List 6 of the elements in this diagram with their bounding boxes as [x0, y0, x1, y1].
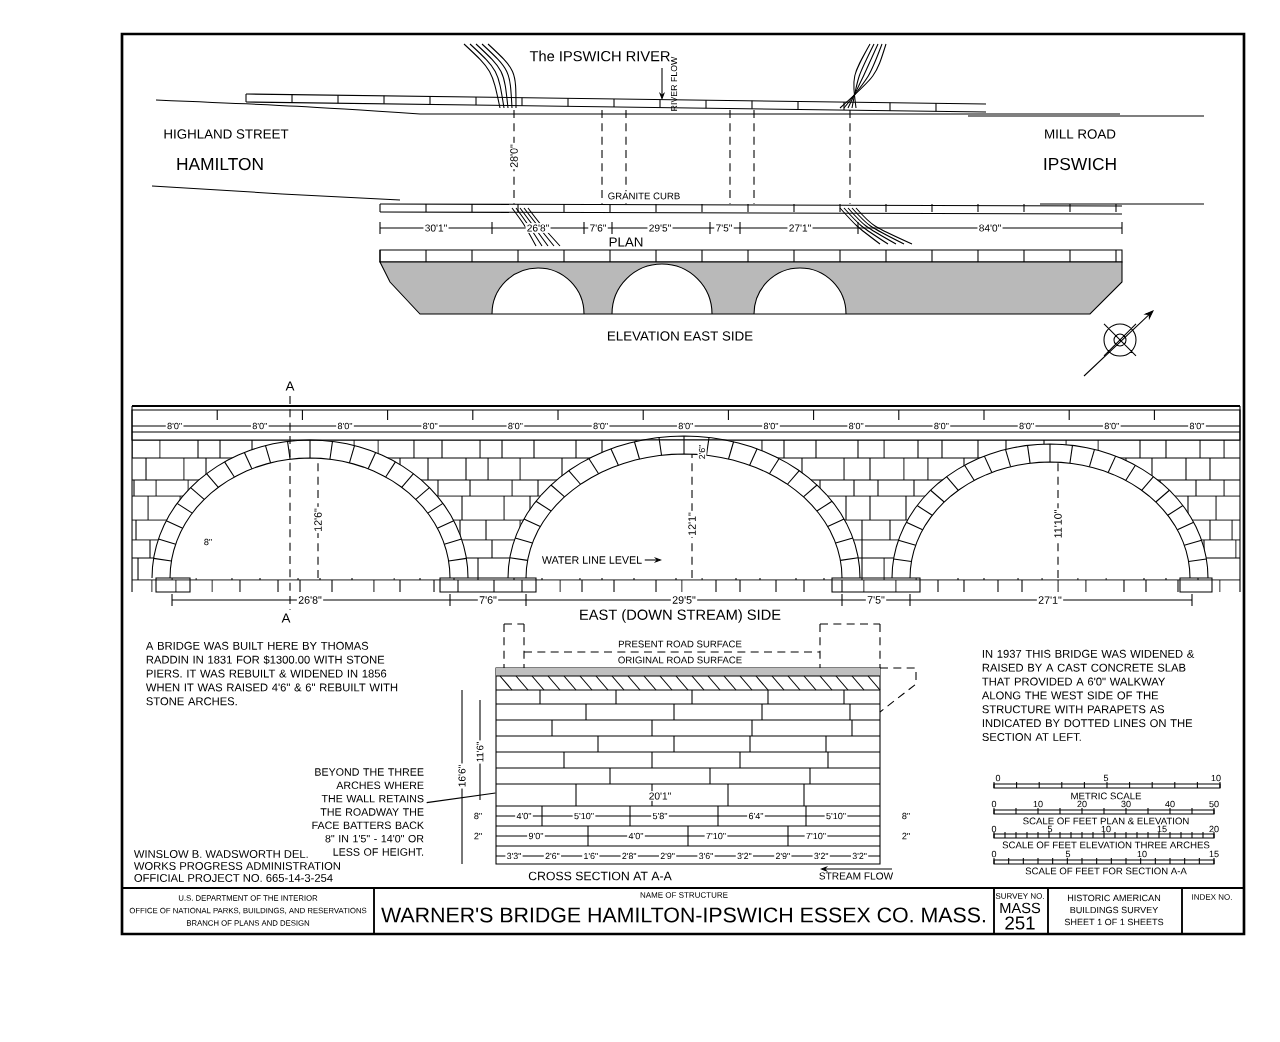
leader-line — [426, 792, 496, 804]
cross-section-drawing — [495, 623, 917, 865]
town-label: HAMILTON — [177, 157, 263, 171]
survey-number: 251 — [1005, 916, 1035, 930]
structure-title: WARNER'S BRIDGE HAMILTON-IPSWICH ESSEX CO. MASS. — [381, 907, 985, 923]
town-label: IPSWICH — [1044, 157, 1116, 171]
